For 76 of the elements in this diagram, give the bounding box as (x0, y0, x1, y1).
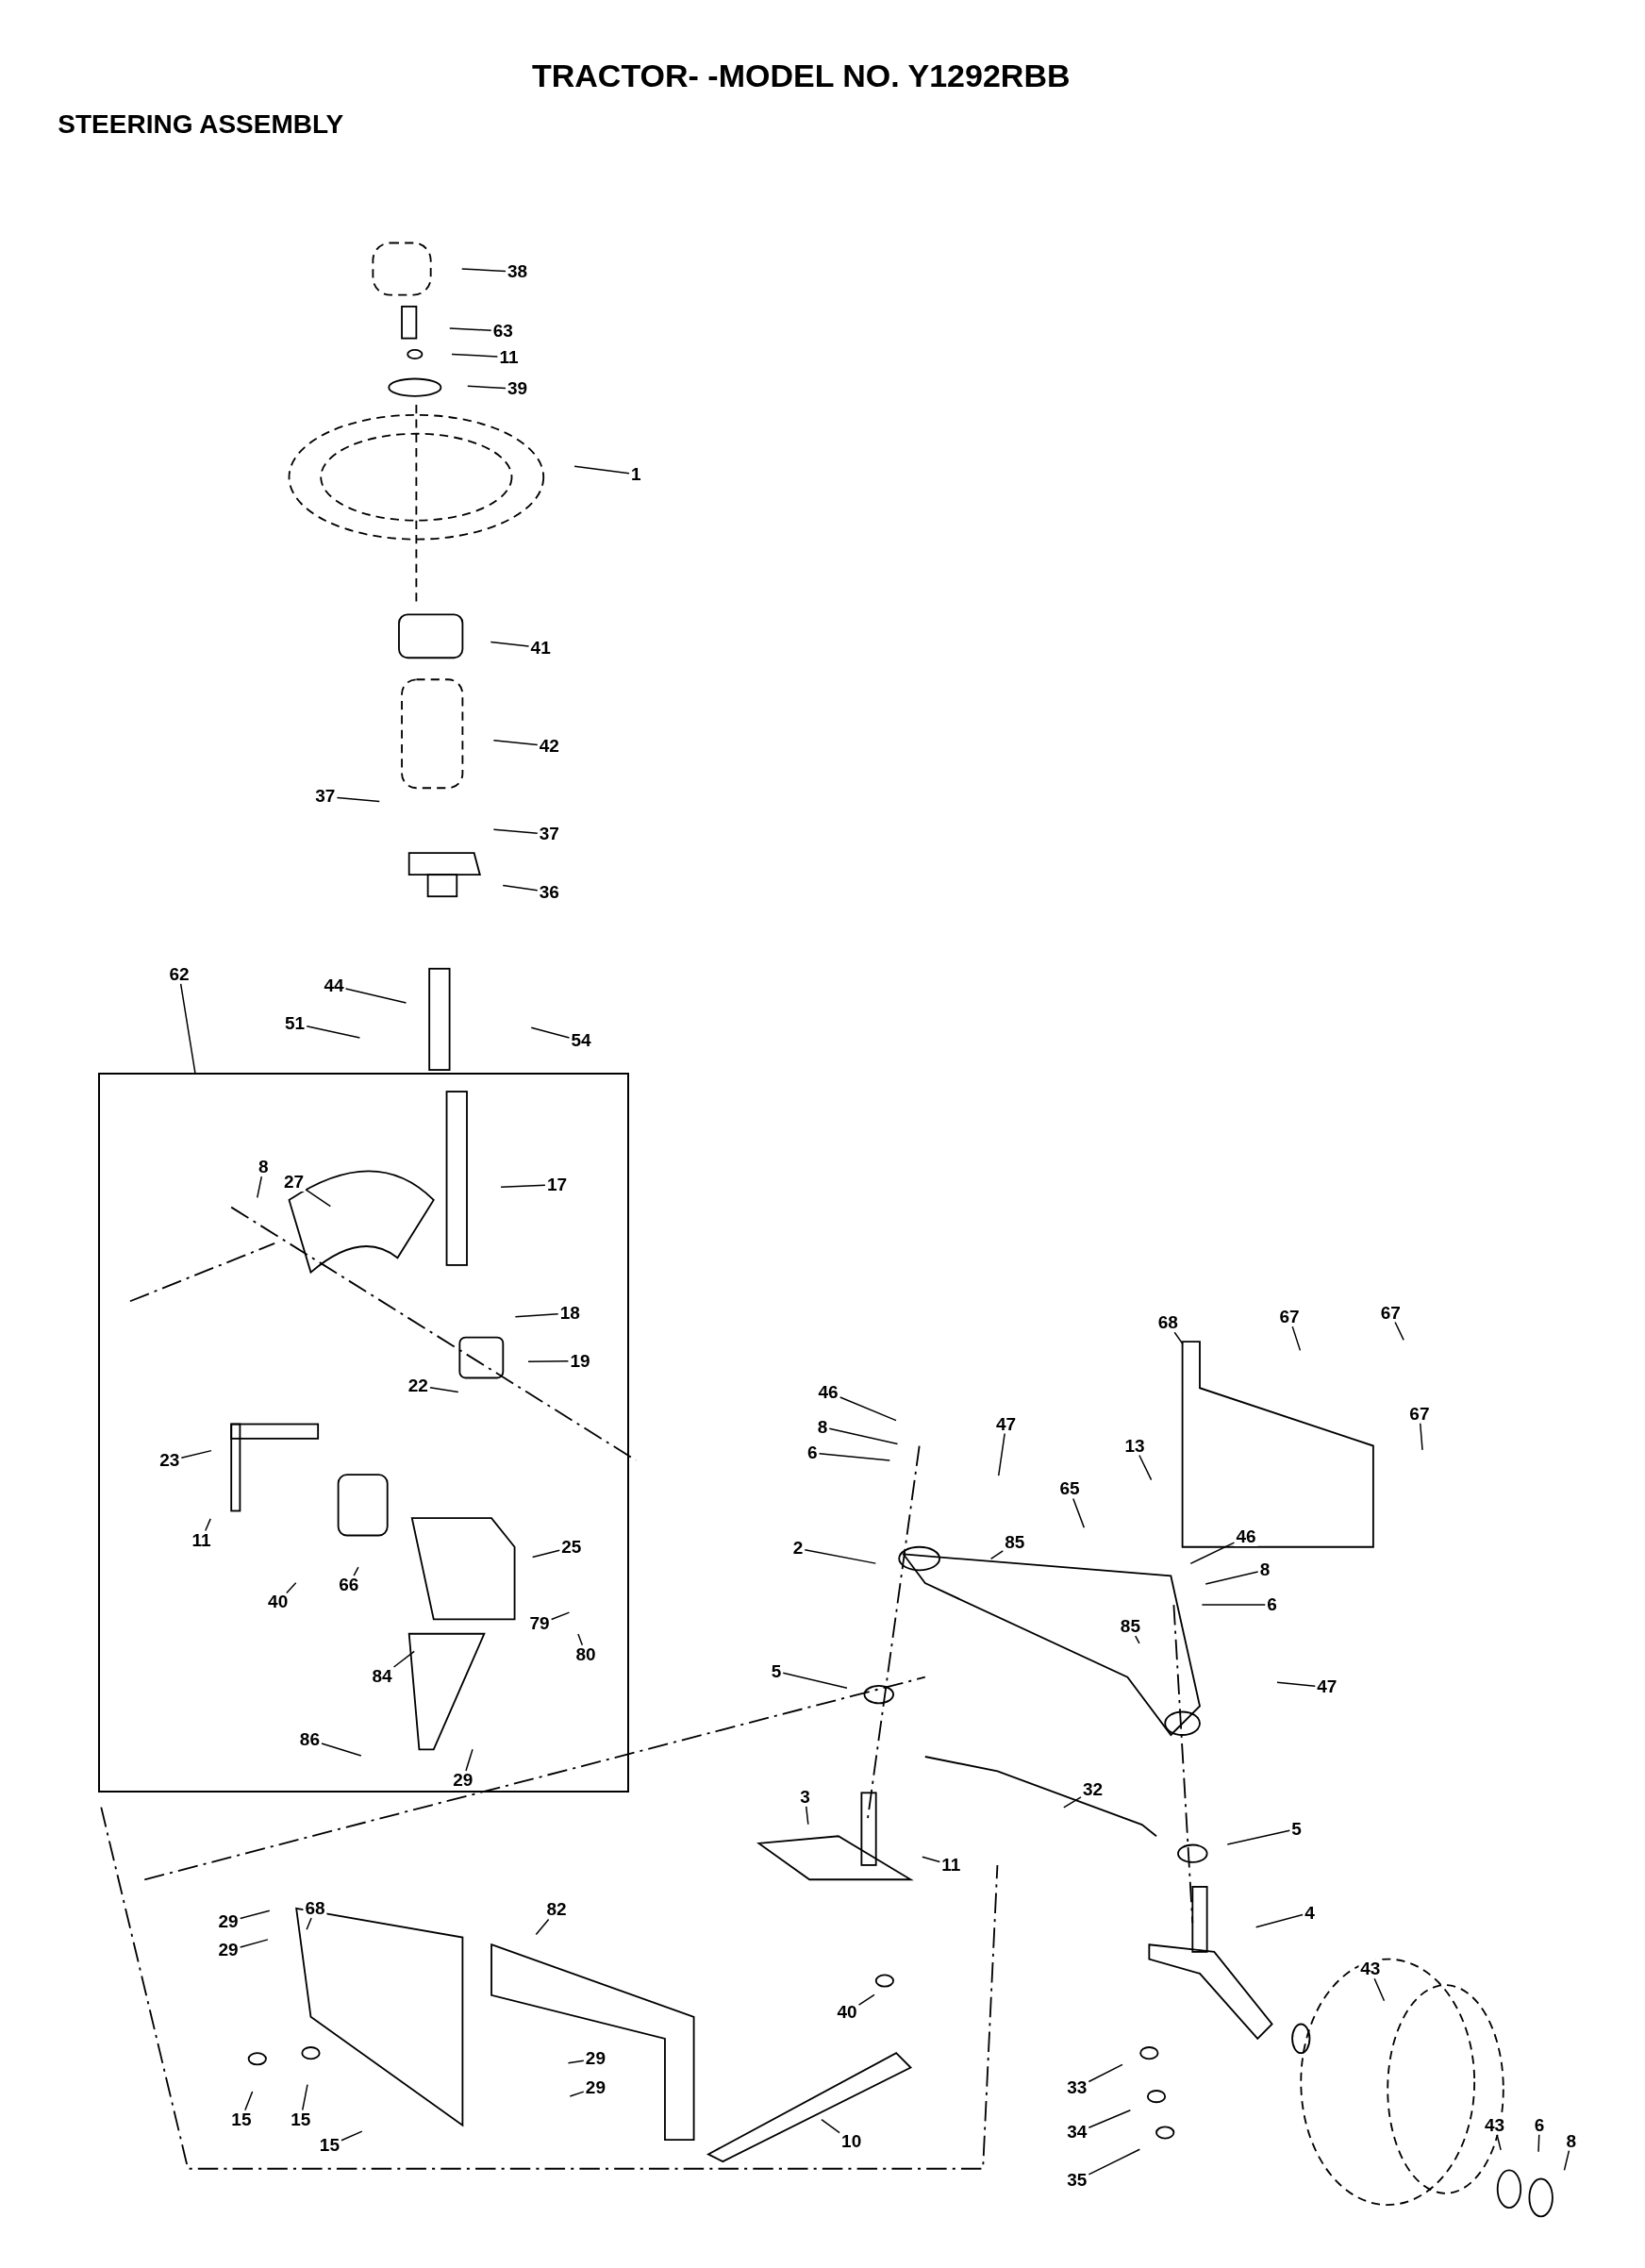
leader-line (465, 1748, 474, 1772)
leader-line (306, 1917, 312, 1931)
leader-line (286, 1581, 297, 1594)
section-heading: STEERING ASSEMBLY (58, 109, 344, 141)
leader-line (1088, 2063, 1123, 2083)
leader-line (257, 1176, 263, 1199)
leader-line (449, 327, 492, 331)
leader-line (1189, 1542, 1236, 1565)
leader-line (429, 1386, 459, 1393)
leader-line (301, 2083, 308, 2111)
leader-line (451, 353, 499, 358)
leader-line (857, 1993, 875, 2006)
leader-line (839, 1396, 897, 1422)
leader-line (1394, 1321, 1404, 1342)
leader-line (804, 1548, 877, 1564)
leader-line (1072, 1497, 1086, 1528)
leader-line (460, 268, 507, 273)
leader-line (1135, 1635, 1140, 1644)
leader-line (1373, 1977, 1386, 2002)
leader-line (1537, 2134, 1540, 2153)
leader-line (1276, 1681, 1316, 1687)
leader-line (392, 1650, 415, 1668)
page-title: TRACTOR- -MODEL NO. Y1292RBB (531, 58, 1071, 95)
leader-line (550, 1611, 571, 1621)
leader-line (989, 1550, 1004, 1560)
leader-line (500, 1184, 546, 1189)
leader-line (344, 988, 407, 1004)
leader-line (1173, 1331, 1184, 1345)
leader-line (180, 1449, 212, 1459)
leader-line (821, 2118, 840, 2134)
leader-line (492, 739, 539, 746)
leader-line (1291, 1326, 1302, 1352)
leader-line (567, 2060, 585, 2064)
leader-line (997, 1432, 1005, 1476)
leader-line (527, 1359, 570, 1362)
leader-line (1088, 2148, 1141, 2176)
leader-line (306, 1026, 361, 1039)
leader-line (336, 796, 381, 803)
leader-line (341, 2130, 363, 2142)
leader-line (239, 1939, 269, 1948)
leader-line (922, 1856, 941, 1863)
leader-line (805, 1806, 809, 1826)
leader-line (490, 641, 530, 647)
leader-line (818, 1453, 891, 1461)
leader-line (305, 1189, 332, 1208)
leader-line (179, 983, 196, 1074)
leader-line (492, 828, 539, 834)
leader-line (1420, 1423, 1423, 1451)
leader-line (1138, 1454, 1153, 1481)
leader-line (535, 1918, 550, 1936)
leader-line (1226, 1829, 1291, 1845)
leader-line (1496, 2134, 1502, 2151)
leader-line (782, 1672, 848, 1689)
leader-line (239, 1909, 271, 1920)
leader-line (205, 1518, 211, 1532)
leader-line (1088, 2110, 1132, 2128)
leader-line (321, 1743, 362, 1757)
leader-line (1063, 1796, 1082, 1809)
callout-number: 46 (1234, 1527, 1258, 1547)
leader-line (502, 884, 539, 892)
leader-line (244, 2091, 254, 2111)
leader-line (530, 1026, 571, 1039)
leader-line (514, 1313, 559, 1318)
leader-line (569, 2091, 585, 2097)
leader-line (1201, 1604, 1267, 1606)
leader-line (1255, 1913, 1304, 1928)
leader-line (1563, 2149, 1570, 2172)
leader-line (573, 465, 630, 475)
leader-line (467, 385, 507, 390)
leader-line (531, 1549, 560, 1559)
callout-number: 43 (1483, 2115, 1507, 2135)
leader-line (1205, 1571, 1259, 1585)
leader-line (577, 1633, 584, 1646)
sub-assembly-frame (98, 1073, 629, 1793)
leader-line (353, 1566, 359, 1576)
leader-line (828, 1427, 899, 1445)
